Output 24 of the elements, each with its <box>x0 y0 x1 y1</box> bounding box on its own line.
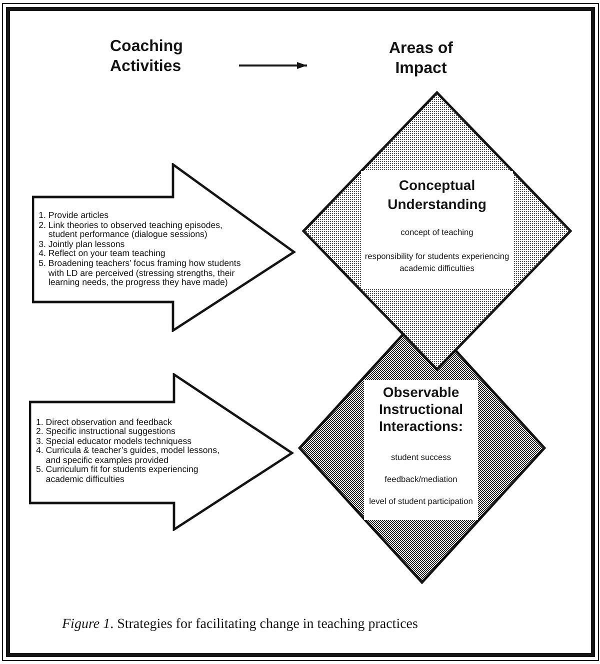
activity-item: 2. Specific instructional suggestions <box>36 427 176 437</box>
activity-item: 3. Jointly plan lessons <box>38 240 125 250</box>
activity-item: 5. Broadening teachers’ focus framing how students with LD are perceived (stressing strengths, their learning needs, the progress they have made) <box>38 258 242 288</box>
impact-heading: Conceptual Understanding <box>386 176 488 214</box>
block-arrow <box>32 163 296 332</box>
impact-heading: Observable Instructional Interactions: <box>378 384 464 435</box>
impact-item: student success <box>390 451 452 463</box>
activity-item: 1. Provide articles <box>38 211 109 221</box>
activity-item: 4. Reflect on your team teaching <box>38 249 166 259</box>
arrow <box>239 62 307 69</box>
figure-caption: Figure 1. Strategies for facilitating change in teaching practices <box>62 616 418 634</box>
impact-item: feedback/mediation <box>384 473 458 485</box>
impact-item: level of student participation <box>369 495 473 507</box>
impact-item: concept of teaching <box>400 226 474 238</box>
impact-item: responsibility for students experiencing academic difficulties <box>364 250 510 274</box>
impact-diamond <box>302 91 572 371</box>
activity-item: 1. Direct observation and feedback <box>36 418 172 428</box>
block-arrow <box>29 373 295 531</box>
activity-item: 2. Link theories to observed teaching episodes, student performance (dialogue sessions) <box>38 220 224 240</box>
activity-item: 4. Curricula & teacher’s guides, model lessons, and specific examples provided <box>36 446 221 466</box>
column-heading: Coaching Activities <box>110 37 188 77</box>
column-heading: Areas of Impact <box>371 39 471 79</box>
activity-item: 3. Special educator models techniquess <box>36 436 192 446</box>
activity-item: 5. Curriculum fit for students experiencing academic difficulties <box>36 465 200 484</box>
